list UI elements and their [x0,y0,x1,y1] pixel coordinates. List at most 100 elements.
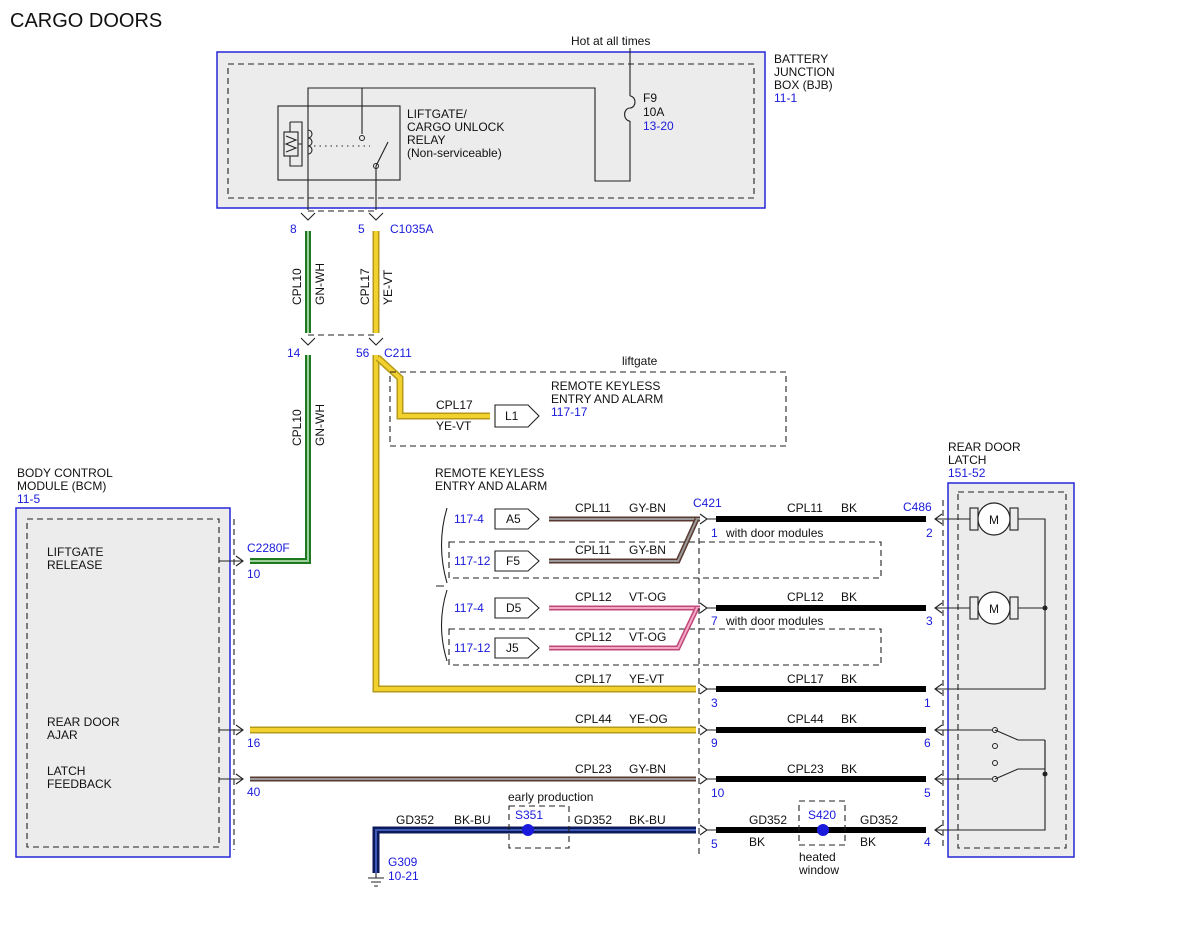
connector-c211: C211 [384,346,412,360]
c486-pin-3: 3 [926,614,933,628]
junction-dot-2 [1042,771,1048,777]
latch-box [947,482,1075,858]
relay-contact-icon-2 [373,163,379,169]
fuse-ref: 13-20 [643,119,674,133]
gnwh-label-2: GN-WH [313,404,327,446]
pin-d5-shape [494,597,540,619]
yevt-label-1: YE-VT [381,269,395,305]
fuse-rating: 10A [643,105,664,119]
ground-circuit-1: GD352 [396,813,434,827]
rke-ref-j5: 117-12 [454,641,491,655]
c421-pin-10: 10 [711,786,725,800]
relay-coil-arc [307,129,313,155]
wire-cpl10-lower [250,355,311,564]
latch-name-2: LATCH [948,453,986,467]
bcm-ref: 11-5 [17,492,40,506]
ground-circuit-3: GD352 [749,813,787,827]
switch-2-contact-a [992,776,998,782]
pin-a5: A5 [506,512,521,526]
rke-ref-f5: 117-12 [454,554,491,568]
page-title: CARGO DOORS [10,10,162,32]
splice-s420-note-2: window [798,863,839,877]
rke-circuit-a5: CPL11 [575,501,611,515]
right-black-wires [716,516,926,782]
relay-contact-lines [361,88,389,210]
splice-s420-note-1: heated [799,850,836,864]
pin-10-bcm: 10 [247,567,261,581]
pin-40-bcm: 40 [247,785,261,799]
bcm-latch-feedback-1: LATCH [47,764,85,778]
fuse-f9-icon [624,95,636,122]
right-color-cpl11: BK [841,501,857,515]
pin-5: 5 [358,222,365,236]
rke-circuit-d5: CPL12 [575,590,612,604]
c486-pin-1: 1 [924,696,931,710]
pin-a5-shape [494,508,540,530]
wire-gd352-left [372,826,696,873]
connector-c486: C486 [903,500,932,514]
c211-pins-icon [300,337,384,346]
c486-pin-6: 6 [924,736,931,750]
rke-bracket [436,507,448,662]
wire-cpl10-lower-stripe [250,355,309,562]
connector-c421: C421 [693,496,722,510]
pin-d5: D5 [506,601,522,615]
c421-pin-arrows [699,513,716,836]
rke-label-2: ENTRY AND ALARM [435,479,547,493]
wire-cpl17-lower-fill [374,355,696,691]
relay-name-1: LIFTGATE/ [407,107,467,121]
ground-color-3: BK [749,835,765,849]
rke-ref-d5: 117-4 [454,601,484,615]
c421-pin-1: 1 [711,526,718,540]
bcm-name-2: MODULE (BCM) [17,479,106,493]
right-color-cpl23: BK [841,762,857,776]
liftgate-color: YE-VT [436,419,472,433]
fuse-name: F9 [643,91,657,105]
pin-f5: F5 [506,554,520,568]
right-circuit-cpl44: CPL44 [787,712,824,726]
splice-s420-dot [817,824,829,836]
bcm-rear-door-ajar-1: REAR DOOR [47,715,120,729]
relay-name-2: CARGO UNLOCK [407,120,504,134]
liftgate-rke-1: REMOTE KEYLESS [551,379,660,393]
ground-circuit-4: GD352 [860,813,898,827]
splice-s351-box [508,805,570,849]
motor-1-wire [1018,518,1046,608]
right-circuit-cpl23: CPL23 [787,762,824,776]
splice-s420-box [798,800,846,846]
bjb-name-3: BOX (BJB) [774,78,833,92]
relay-name-3: RELAY [407,133,445,147]
left-color-cpl17: YE-VT [629,672,665,686]
switch-1-lever [994,729,1045,741]
right-circuit-cpl12: CPL12 [787,590,824,604]
pin-16-bcm: 16 [247,736,261,750]
wire-cpl12-j5-stripe [549,607,698,649]
cpl17-label-1: CPL17 [358,268,372,305]
c421-pin-3: 3 [711,696,718,710]
bcm-latch-feedback-2: FEEDBACK [47,777,112,791]
pin-j5-shape [494,637,540,659]
bjb-inner-dash [227,63,755,199]
wire-gd352-left-stripe [375,829,696,873]
power-feed-wire [307,48,631,210]
relay-box [277,105,401,181]
ground-color-4: BK [860,835,876,849]
pin-f5-shape [494,550,540,572]
c421-pin-9: 9 [711,736,718,750]
c421-pin-7: 7 [711,614,718,628]
left-color-cpl44: YE-OG [629,712,668,726]
splice-s420: S420 [808,808,836,822]
liftgate-rke-2: ENTRY AND ALARM [551,392,663,406]
wire-cpl11-f5 [549,517,700,564]
bjb-name-2: JUNCTION [774,65,835,79]
bcm-rear-door-ajar-2: AJAR [47,728,78,742]
pin-14: 14 [287,346,301,360]
rke-j5-box [448,628,882,666]
bcm-liftgate-release-2: RELEASE [47,558,102,572]
relay-name-4: (Non-serviceable) [407,146,502,160]
rke-f5-box [448,541,882,579]
c1035a-pins-icon [300,212,384,221]
cpl10-label-2: CPL10 [290,409,304,446]
pin-l1: L1 [505,409,519,423]
ground-ref: 10-21 [388,869,419,883]
